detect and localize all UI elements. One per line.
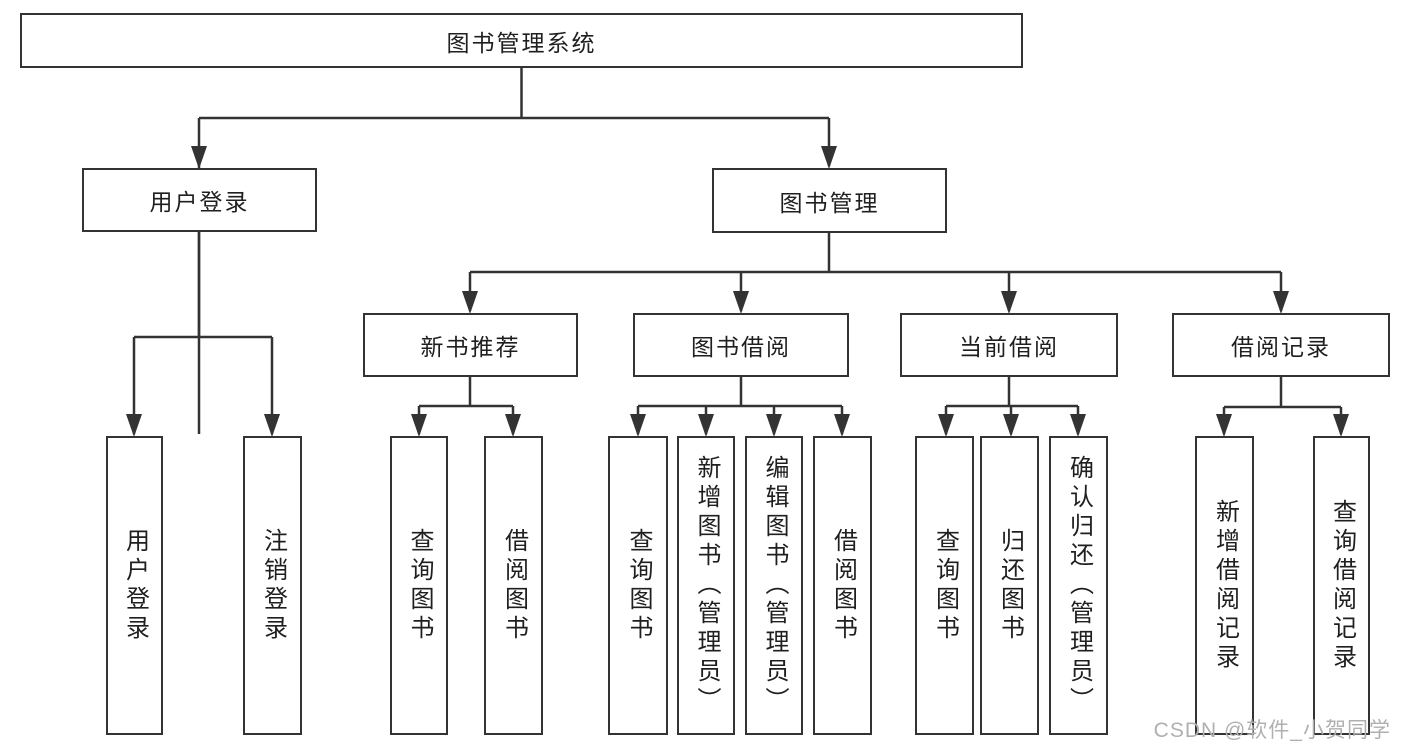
leaf-confirm-return-admin: 确认归还（管理员） [1049,436,1108,735]
node-borrow-records: 借阅记录 [1172,313,1390,377]
connector-book-management-level3 [468,233,1283,311]
leaf-return-books: 归还图书 [980,436,1039,735]
leaf-add-borrow-record: 新增借阅记录 [1195,436,1254,735]
arrowhead [1003,414,1019,437]
arrowhead [411,414,427,437]
node-new-book-recommend-label: 新书推荐 [420,334,521,360]
leaf-return-books-label: 归还图书 [996,527,1024,644]
connector-borrow-records-leaves [1222,377,1343,434]
arrowheads [126,146,1349,437]
leaf-edit-books-admin: 编辑图书（管理员） [745,436,803,735]
connector-root-level2 [197,68,831,434]
connector-user-login-leaves [132,232,274,434]
leaf-new-book-borrow: 借阅图书 [484,436,543,735]
arrowhead [462,291,478,314]
connector-book-borrow-leaves [636,377,844,434]
leaf-borrow-query-books: 查询图书 [608,436,668,735]
leaf-new-book-query-label: 查询图书 [406,527,433,644]
leaf-borrow-query-books-label: 查询图书 [625,527,652,644]
connector-new-book-leaves [417,377,515,434]
arrowhead [505,414,521,437]
leaf-logout-label: 注销登录 [259,527,287,644]
node-book-management: 图书管理 [712,168,947,233]
leaf-query-borrow-record-label: 查询借阅记录 [1328,498,1356,673]
leaf-add-books-admin-label: 新增图书（管理员） [693,455,720,716]
arrowhead [1070,414,1086,437]
arrowhead [1001,291,1017,314]
watermark: CSDN @软件_小贺同学 [1153,719,1391,742]
node-user-login-label: 用户登录 [149,189,250,215]
node-current-borrow: 当前借阅 [900,313,1118,377]
leaf-borrow-books-label: 借阅图书 [829,527,857,644]
node-current-borrow-label: 当前借阅 [959,334,1059,360]
node-book-borrow-label: 图书借阅 [691,334,791,360]
arrowhead [191,146,207,169]
leaf-add-books-admin: 新增图书（管理员） [677,436,735,735]
node-book-management-label: 图书管理 [779,189,880,216]
leaf-user-login-label: 用户登录 [121,527,149,644]
arrowhead [834,414,850,437]
arrowhead [264,414,280,437]
node-new-book-recommend: 新书推荐 [363,313,578,377]
arrowhead [1216,414,1232,437]
arrowhead [938,414,954,437]
leaf-new-book-borrow-label: 借阅图书 [500,527,528,644]
node-user-login: 用户登录 [82,168,317,232]
leaf-logout: 注销登录 [243,436,302,735]
leaf-new-book-query: 查询图书 [390,436,448,735]
arrowhead [630,414,646,437]
node-root: 图书管理系统 [20,13,1023,68]
leaf-query-borrow-record: 查询借阅记录 [1313,436,1370,735]
leaf-current-query-books: 查询图书 [915,436,974,735]
arrowhead [698,414,714,437]
arrowhead [1333,414,1349,437]
leaf-current-query-books-label: 查询图书 [931,527,959,644]
node-root-label: 图书管理系统 [446,29,597,56]
leaf-confirm-return-admin-label: 确认归还（管理员） [1065,455,1093,716]
leaf-edit-books-admin-label: 编辑图书（管理员） [761,455,788,716]
leaf-user-login: 用户登录 [106,436,163,735]
arrowhead [766,414,782,437]
arrowhead [126,414,142,437]
node-book-borrow: 图书借阅 [633,313,849,377]
arrowhead [1273,291,1289,314]
node-borrow-records-label: 借阅记录 [1231,334,1331,360]
leaf-add-borrow-record-label: 新增借阅记录 [1211,498,1239,673]
arrowhead [821,146,837,169]
leaf-borrow-books: 借阅图书 [813,436,872,735]
arrowhead [733,291,749,314]
